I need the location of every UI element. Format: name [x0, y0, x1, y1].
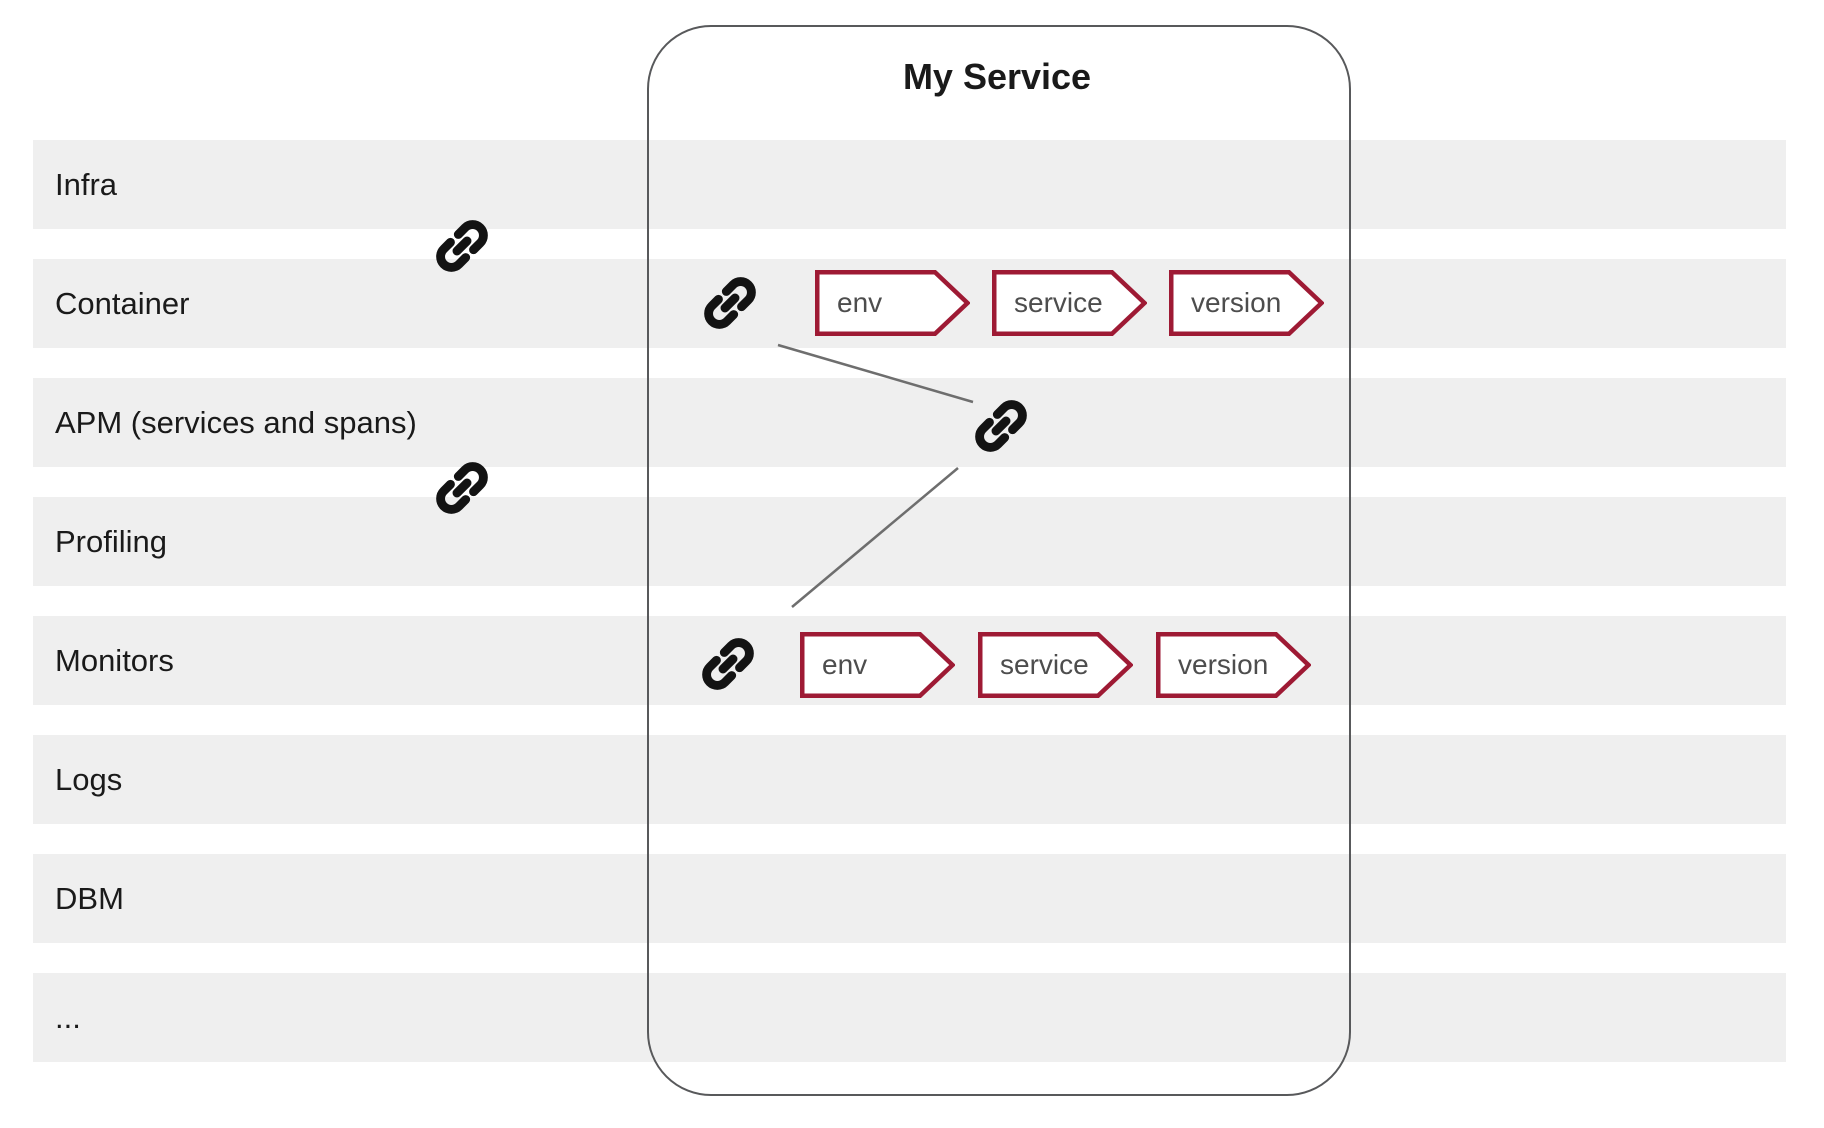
tag-service: service	[978, 632, 1133, 698]
tag-env-label: env	[837, 287, 883, 318]
row-label-ellipsis: ...	[55, 999, 81, 1035]
link-icon	[424, 450, 500, 526]
row-label-monitors: Monitors	[55, 642, 174, 678]
row-band-apm: APM (services and spans)	[33, 378, 1786, 467]
row-label-apm: APM (services and spans)	[55, 404, 417, 440]
row-label-profiling: Profiling	[55, 523, 167, 559]
row-band-infra: Infra	[33, 140, 1786, 229]
row-band-dbm: DBM	[33, 854, 1786, 943]
link-icon	[692, 265, 768, 341]
row-label-infra: Infra	[55, 166, 118, 202]
row-band-profiling: Profiling	[33, 497, 1786, 586]
link-icon	[963, 388, 1039, 464]
tag-env: env	[800, 632, 955, 698]
row-label-logs: Logs	[55, 761, 123, 797]
my-service-title: My Service	[902, 56, 1092, 97]
tag-service-label: service	[1000, 649, 1089, 680]
row-label-dbm: DBM	[55, 880, 124, 916]
row-band-logs: Logs	[33, 735, 1786, 824]
link-icon	[690, 626, 766, 702]
row-band-ellipsis: ...	[33, 973, 1786, 1062]
tag-version-label: version	[1191, 287, 1282, 318]
tag-service: service	[992, 270, 1147, 336]
tag-service-label: service	[1014, 287, 1103, 318]
tag-version-label: version	[1178, 649, 1269, 680]
tag-env: env	[815, 270, 970, 336]
link-icon	[424, 208, 500, 284]
row-label-container: Container	[55, 285, 190, 321]
tag-env-label: env	[822, 649, 868, 680]
tag-version: version	[1169, 270, 1324, 336]
tag-version: version	[1156, 632, 1311, 698]
